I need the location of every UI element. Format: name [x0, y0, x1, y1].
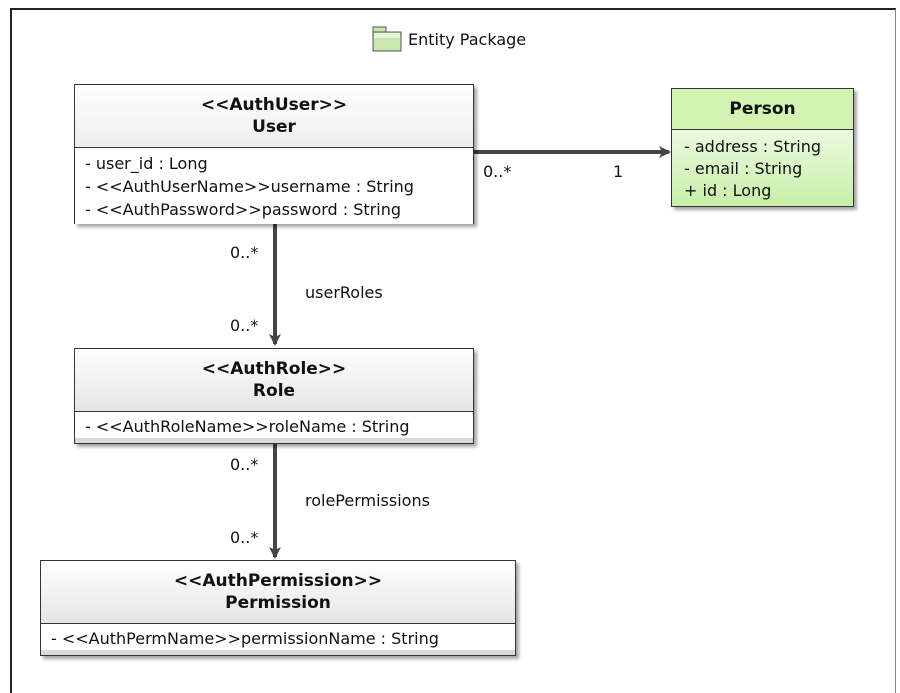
class-person-name: Person — [729, 99, 796, 119]
package-header[interactable]: Entity Package — [372, 25, 526, 53]
class-user-header: <<AuthUser>> User — [75, 85, 473, 148]
attribute-user-id[interactable]: - user_id : Long — [85, 154, 208, 173]
class-user-stereotype: <<AuthUser>> — [200, 95, 348, 115]
class-person-header: Person — [672, 89, 853, 130]
package-folder-icon — [372, 26, 402, 52]
class-role-header: <<AuthRole>> Role — [75, 349, 473, 412]
class-person[interactable]: Person - address : String - email : Stri… — [671, 88, 854, 207]
class-user-name: User — [252, 117, 296, 137]
class-role[interactable]: <<AuthRole>> Role - <<AuthRoleName>>role… — [74, 348, 474, 444]
attribute-username[interactable]: - <<AuthUserName>>username : String — [85, 177, 414, 196]
attribute-id[interactable]: + id : Long — [684, 181, 772, 200]
attribute-role-name[interactable]: - <<AuthRoleName>>roleName : String — [85, 417, 410, 436]
association-role-rolepermissions: rolePermissions — [305, 491, 430, 510]
association-role-userroles: userRoles — [305, 283, 383, 302]
class-permission-header: <<AuthPermission>> Permission — [41, 561, 515, 624]
multiplicity-role-permissions-target: 0..* — [230, 528, 259, 547]
attribute-address[interactable]: - address : String — [684, 137, 822, 156]
class-role-stereotype: <<AuthRole>> — [201, 359, 347, 379]
attribute-password[interactable]: - <<AuthPassword>>password : String — [85, 200, 401, 219]
class-user[interactable]: <<AuthUser>> User - user_id : Long - <<A… — [74, 84, 474, 224]
attribute-email[interactable]: - email : String — [684, 159, 803, 178]
multiplicity-user-roles-target: 0..* — [230, 316, 259, 335]
diagram-canvas — [10, 8, 896, 693]
multiplicity-user-to-person-target: 1 — [613, 162, 624, 181]
class-permission-name: Permission — [225, 593, 331, 613]
attribute-permission-name[interactable]: - <<AuthPermName>>permissionName : Strin… — [51, 629, 439, 648]
multiplicity-role-permissions-source: 0..* — [230, 455, 259, 474]
multiplicity-user-roles-source: 0..* — [230, 243, 259, 262]
multiplicity-user-to-person-source: 0..* — [483, 162, 512, 181]
package-name: Entity Package — [408, 29, 527, 49]
class-role-name: Role — [252, 381, 296, 401]
class-permission[interactable]: <<AuthPermission>> Permission - <<AuthPe… — [40, 560, 516, 656]
class-permission-stereotype: <<AuthPermission>> — [173, 571, 383, 591]
